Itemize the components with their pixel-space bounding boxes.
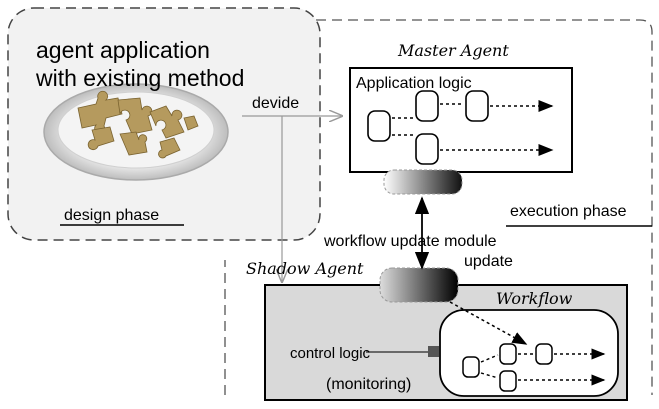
execution-region [224, 19, 653, 395]
shadow-agent-title: Shadow Agent [246, 259, 364, 278]
puzzle-plate-image [43, 83, 229, 181]
workflow-update-arrow [449, 301, 528, 345]
workflow-node [462, 356, 480, 378]
design-title-line2: with existing method [35, 65, 244, 91]
master-agent-title: Master Agent [397, 41, 509, 60]
shadow-connector [379, 267, 459, 303]
master-node [415, 90, 439, 122]
design-phase-label: design phase [64, 207, 159, 224]
workflow-node [499, 370, 517, 392]
workflow-node [499, 343, 517, 365]
workflow-label: Workflow [496, 289, 573, 308]
application-logic-box [349, 67, 573, 173]
divide-label: devide [252, 95, 299, 112]
master-node [367, 110, 391, 142]
application-logic-label: Application logic [356, 75, 472, 92]
monitoring-label: (monitoring) [326, 376, 411, 393]
workflow-update-module-label: workflow update module [323, 233, 497, 250]
master-node [465, 90, 489, 122]
master-connector [383, 169, 463, 195]
design-title-line1: agent application [36, 37, 210, 63]
workflow-flow-arrow [480, 372, 499, 379]
master-node [415, 133, 439, 165]
workflow-box [439, 309, 619, 397]
workflow-node [535, 343, 553, 365]
control-logic-label: control logic [290, 345, 371, 362]
execution-phase-label: execution phase [510, 203, 627, 220]
control-logic-port [428, 346, 439, 357]
update-label: update [464, 253, 513, 270]
